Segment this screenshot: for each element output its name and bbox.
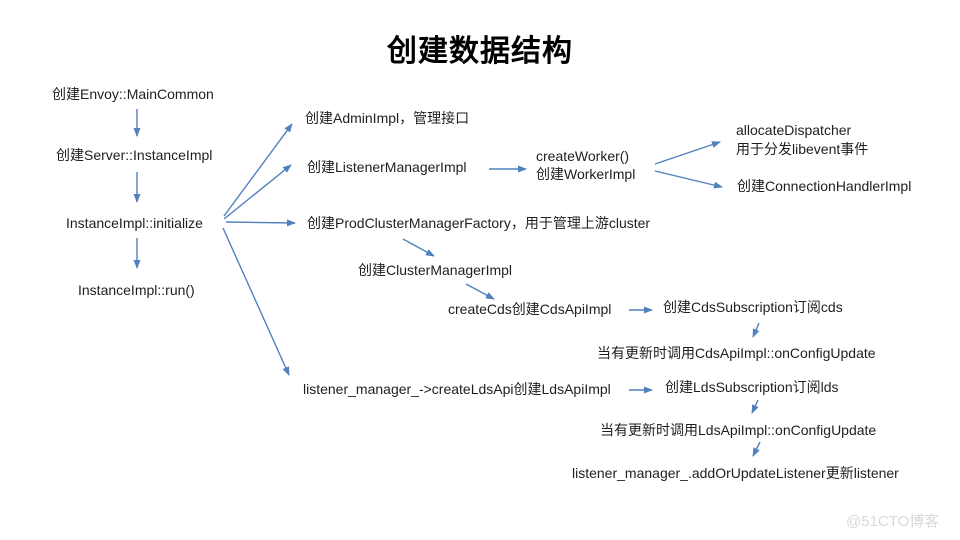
arrow-initialize-to-createlds bbox=[222, 227, 290, 376]
node-create-prodclusterfactory: 创建ProdClusterManagerFactory，用于管理上游cluste… bbox=[307, 215, 651, 231]
arrow-ldsonconfigupdate-to-addorupdatelistener bbox=[752, 441, 761, 457]
node-create-connectionhandler: 创建ConnectionHandlerImpl bbox=[737, 178, 912, 194]
arrow-ldssubscription-to-ldsonconfigupdate bbox=[751, 399, 759, 414]
node-create-maincommon: 创建Envoy::MainCommon bbox=[52, 86, 214, 102]
node-createcds: createCds创建CdsApiImpl bbox=[448, 301, 612, 317]
node-allocatedispatcher-line2: 用于分发libevent事件 bbox=[736, 141, 869, 157]
node-create-serverinstance: 创建Server::InstanceImpl bbox=[56, 147, 213, 163]
node-instanceimpl-run: InstanceImpl::run() bbox=[78, 282, 195, 298]
node-createworker: createWorker() 创建WorkerImpl bbox=[536, 147, 635, 183]
node-instanceimpl-initialize: InstanceImpl::initialize bbox=[66, 215, 203, 231]
arrow-clustermanager-to-createcds bbox=[465, 283, 495, 300]
node-cds-onconfigupdate: 当有更新时调用CdsApiImpl::onConfigUpdate bbox=[597, 345, 876, 361]
node-createldsapi: listener_manager_->createLdsApi创建LdsApiI… bbox=[303, 381, 611, 397]
node-allocatedispatcher-line1: allocateDispatcher bbox=[736, 122, 852, 138]
node-cds-subscription: 创建CdsSubscription订阅cds bbox=[663, 299, 843, 315]
arrow-initialize-to-admin bbox=[223, 123, 293, 217]
node-lds-onconfigupdate: 当有更新时调用LdsApiImpl::onConfigUpdate bbox=[600, 422, 877, 438]
node-createworker-line2: 创建WorkerImpl bbox=[536, 166, 636, 182]
arrow-initialize-to-prodclusterfactory bbox=[225, 219, 296, 227]
watermark: @51CTO博客 bbox=[846, 513, 940, 530]
arrow-prodclusterfactory-to-clustermanager bbox=[402, 238, 435, 257]
arrow-createworker-to-allocatedispatcher bbox=[654, 141, 721, 165]
node-allocatedispatcher: allocateDispatcher 用于分发libevent事件 bbox=[736, 121, 868, 159]
node-createworker-line1: createWorker() bbox=[536, 148, 630, 164]
node-addorupdatelistener: listener_manager_.addOrUpdateListener更新l… bbox=[572, 465, 899, 481]
arrow-initialize-to-listenermanager bbox=[223, 164, 292, 220]
arrow-createworker-to-connectionhandler bbox=[654, 170, 723, 189]
node-create-clustermanager: 创建ClusterManagerImpl bbox=[358, 262, 513, 278]
node-create-adminimpl: 创建AdminImpl，管理接口 bbox=[305, 110, 470, 126]
diagram-title: 创建数据结构 bbox=[387, 35, 573, 68]
node-create-listenermanager: 创建ListenerManagerImpl bbox=[307, 159, 467, 175]
arrow-cdssubscription-to-cdsonconfigupdate bbox=[752, 322, 760, 338]
node-lds-subscription: 创建LdsSubscription订阅lds bbox=[665, 379, 839, 395]
